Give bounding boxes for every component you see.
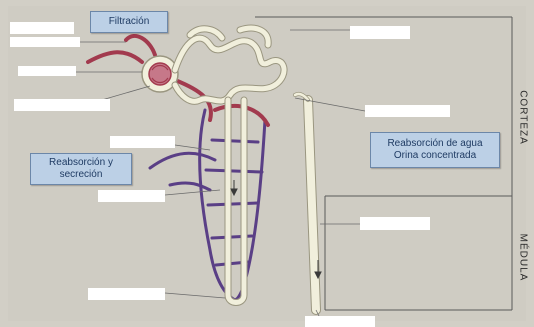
blank-label-3 bbox=[18, 66, 76, 76]
blank-label-6 bbox=[365, 105, 450, 117]
callout-reabsorption-line1: Reabsorción y bbox=[31, 157, 131, 169]
callout-water-reabsorption: Reabsorción de agua Orina concentrada bbox=[370, 132, 500, 168]
callout-water-line2: Orina concentrada bbox=[371, 150, 499, 162]
blank-label-2 bbox=[10, 37, 80, 47]
callout-reabsorption-line2: secreción bbox=[31, 169, 131, 181]
callout-water-line1: Reabsorción de agua bbox=[371, 138, 499, 150]
region-label-cortex: CORTEZA bbox=[518, 88, 529, 148]
blank-label-8 bbox=[98, 190, 165, 202]
blank-label-10 bbox=[88, 288, 165, 300]
blank-label-5 bbox=[350, 26, 410, 39]
blank-label-9 bbox=[360, 217, 430, 230]
blank-label-11 bbox=[305, 316, 375, 327]
region-label-medulla: MÉDULA bbox=[518, 231, 529, 285]
blank-label-7 bbox=[110, 136, 175, 148]
callout-filtration-text: Filtración bbox=[91, 12, 167, 32]
callout-reabsorption-secretion: Reabsorción y secreción bbox=[30, 153, 132, 185]
blank-label-4 bbox=[14, 99, 110, 111]
blank-label-1 bbox=[10, 22, 74, 34]
callout-filtration: Filtración bbox=[90, 11, 168, 33]
